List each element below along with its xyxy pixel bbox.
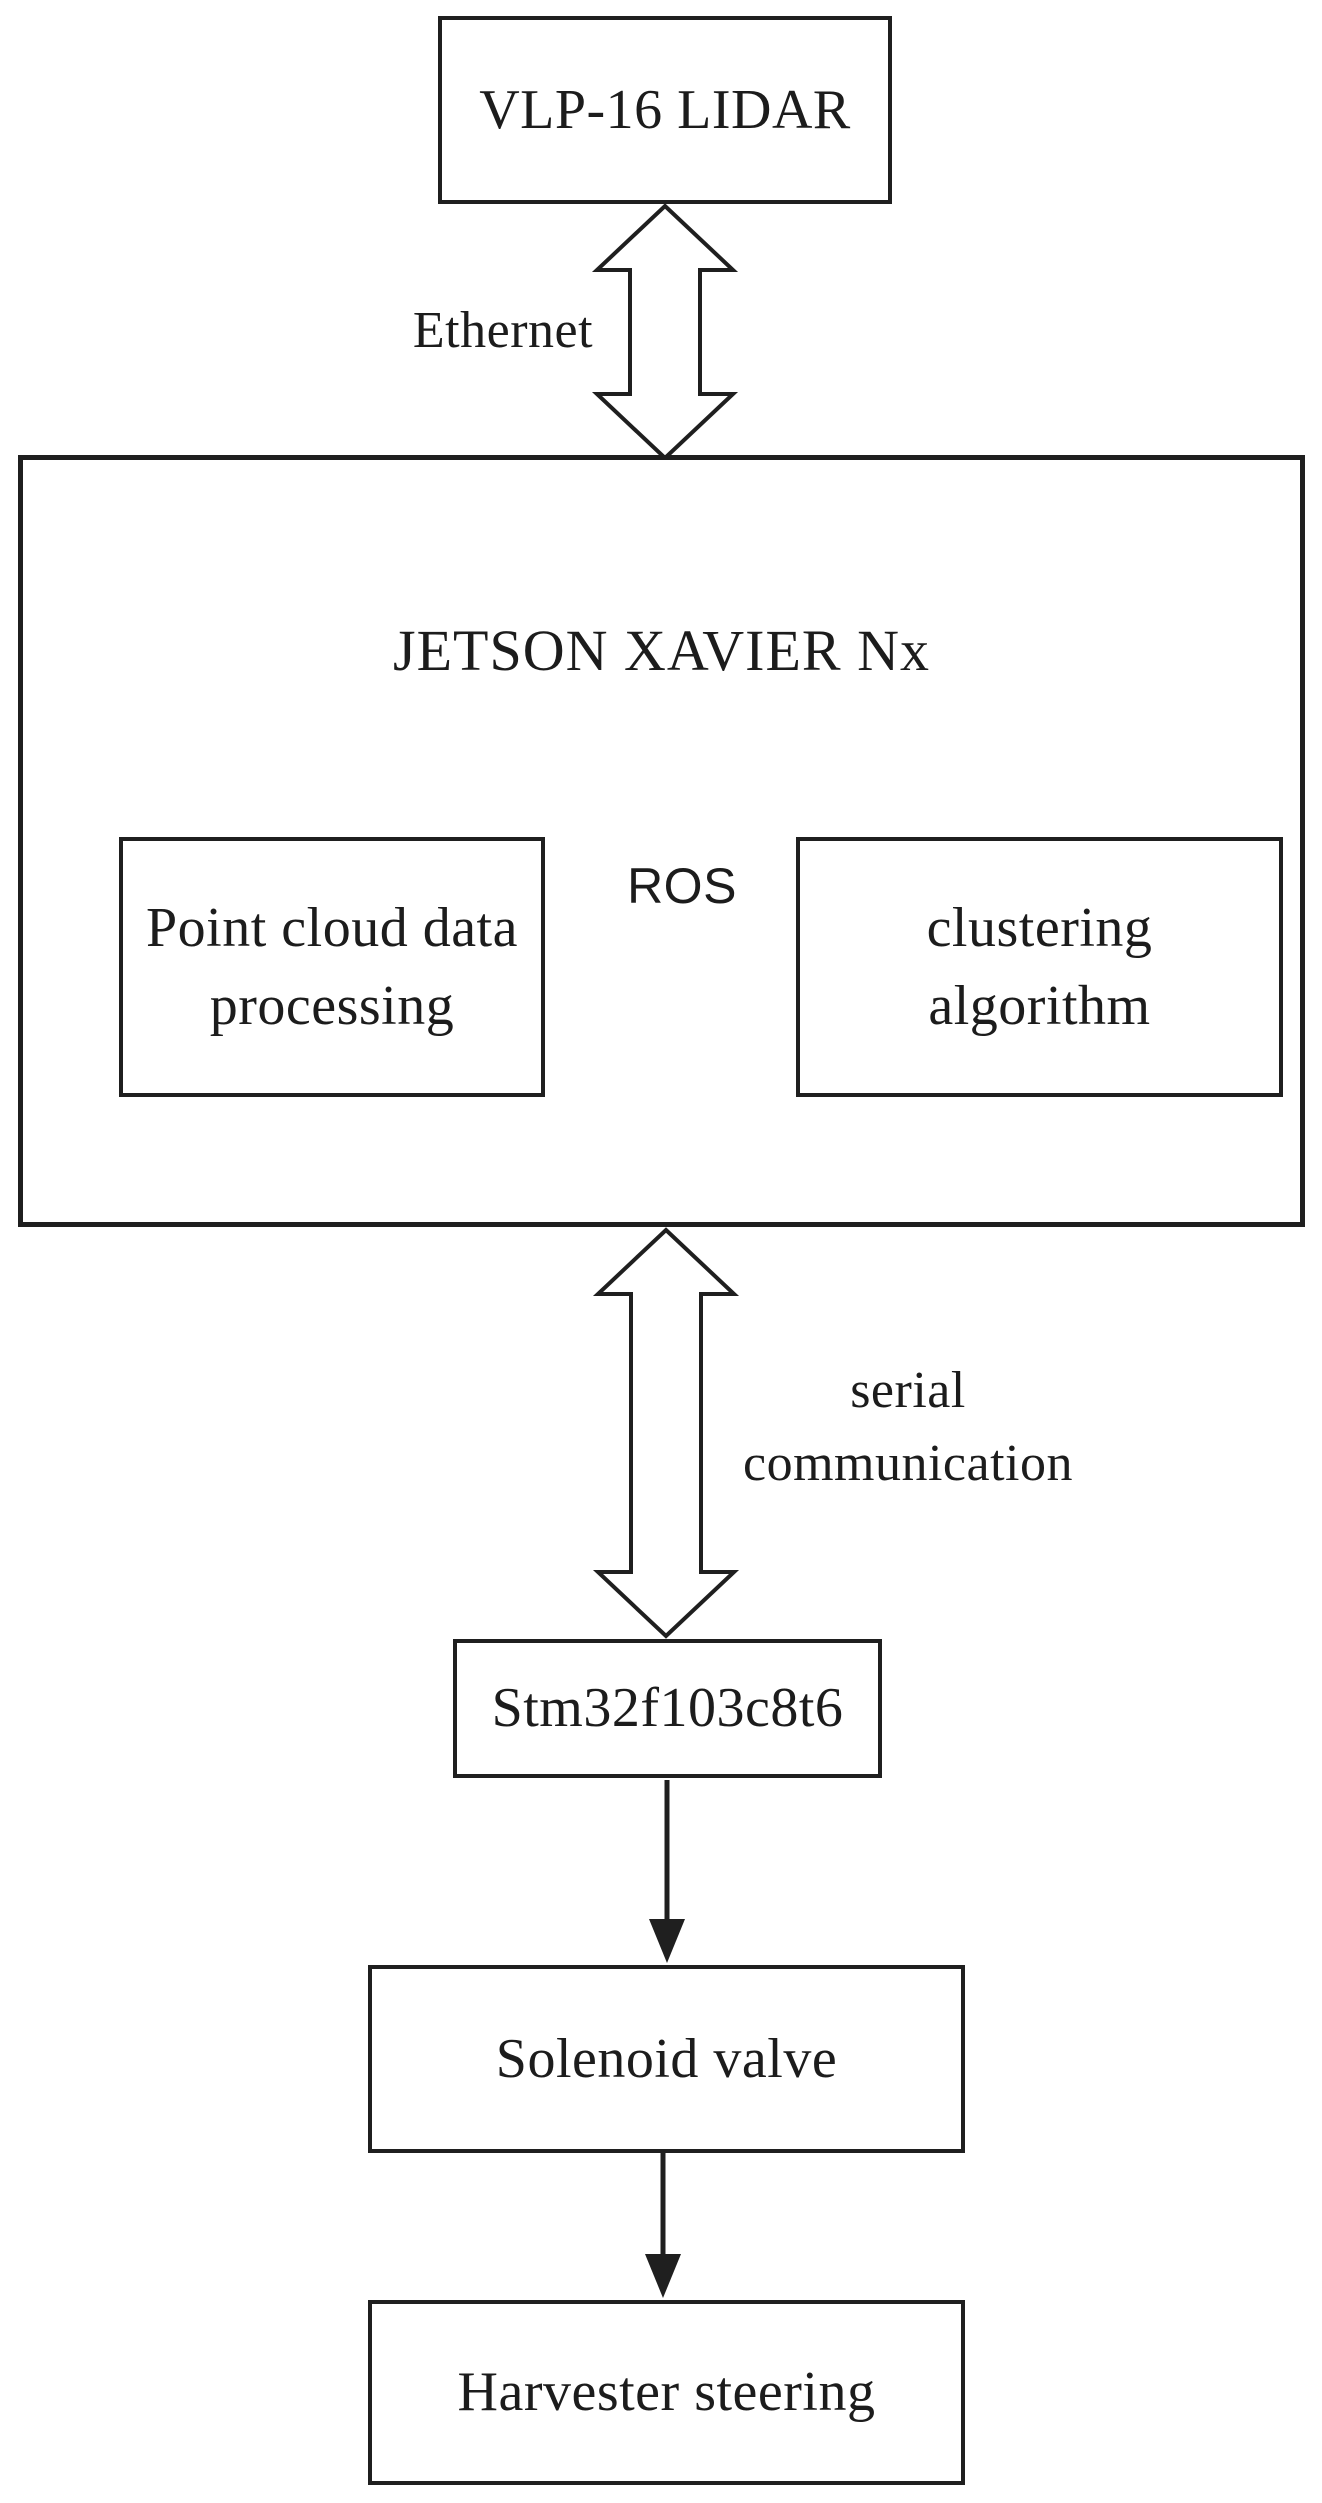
serial-communication-label: serial communication [708, 1354, 1108, 1500]
clustering-label-line1: clustering [926, 897, 1153, 959]
point-cloud-processing-box: Point cloud data processing [119, 837, 545, 1097]
serial-double-arrow [592, 1227, 740, 1639]
ethernet-label: Ethernet [412, 302, 594, 359]
harvester-steering-box: Harvester steering [368, 2300, 965, 2485]
serial-label-line2: communication [743, 1435, 1073, 1492]
clustering-algorithm-box: clustering algorithm [796, 837, 1283, 1097]
solenoid-valve-label: Solenoid valve [495, 2027, 838, 2090]
harvester-steering-label: Harvester steering [457, 2361, 876, 2424]
vlp-16-lidar-label: VLP-16 LIDAR [479, 78, 851, 141]
solenoid-to-harvester-arrow [645, 2153, 681, 2298]
stm32f103c8t6-box: Stm32f103c8t6 [453, 1639, 882, 1778]
jetson-xavier-label: JETSON XAVIER Nx [393, 618, 930, 683]
solenoid-valve-box: Solenoid valve [368, 1965, 965, 2153]
point-cloud-label-line1: Point cloud data [146, 897, 518, 959]
stm-to-solenoid-arrow [649, 1780, 685, 1963]
stm32f103c8t6-label: Stm32f103c8t6 [491, 1677, 844, 1740]
point-cloud-label-line2: processing [209, 975, 455, 1037]
ros-label: ROS [627, 858, 737, 914]
vlp-16-lidar-box: VLP-16 LIDAR [438, 16, 892, 204]
serial-label-line1: serial [850, 1362, 966, 1419]
clustering-label-line2: algorithm [928, 975, 1151, 1037]
